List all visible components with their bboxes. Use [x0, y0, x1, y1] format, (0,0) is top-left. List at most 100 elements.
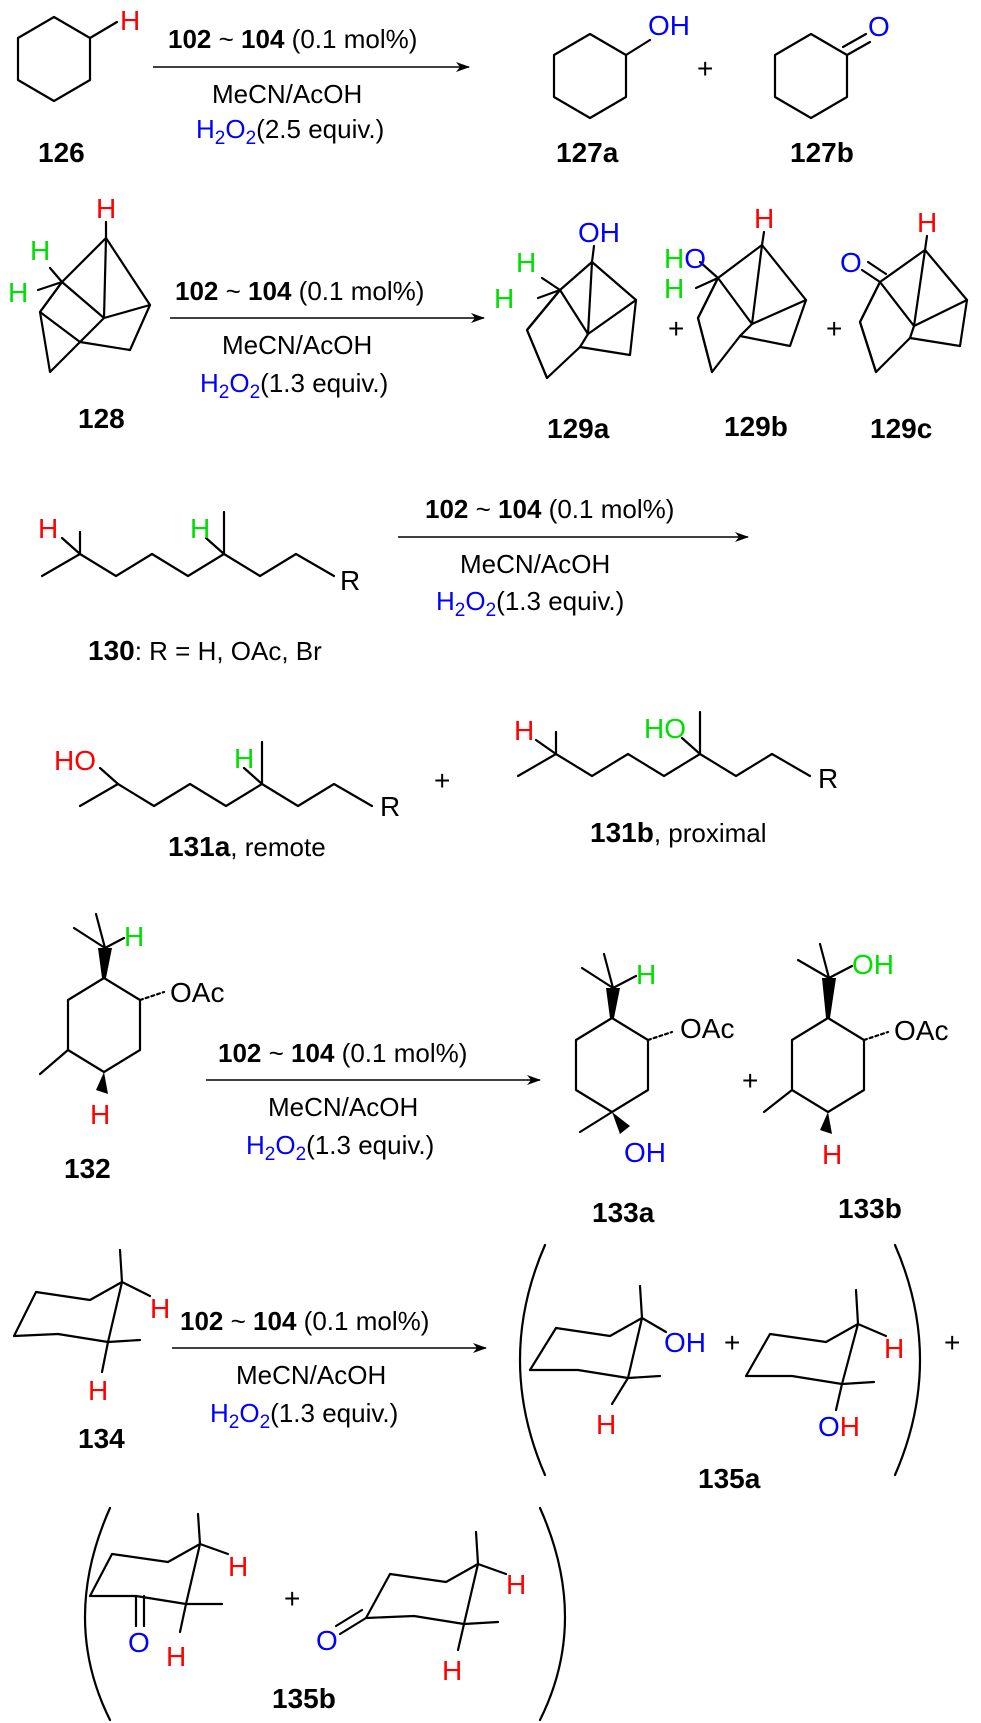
reagent-solvent-2: MeCN/AcOH — [222, 330, 372, 360]
plus-5: + — [742, 1065, 758, 1096]
label-129b: 129b — [724, 411, 788, 442]
molecule-135b-2: H O H — [316, 1530, 526, 1686]
molecule-133a: H OAc OH 133a — [574, 952, 734, 1228]
label-128: 128 — [78, 403, 125, 434]
atom-h-135a-1: H — [596, 1409, 616, 1440]
atom-o-135b-1: O — [128, 1627, 150, 1658]
atom-r-131b: R — [818, 763, 838, 794]
atom-oac-132: OAc — [170, 977, 224, 1008]
molecule-135a-2: H OH — [744, 1288, 904, 1442]
atom-h-129c-top: H — [917, 207, 937, 238]
atom-ho-129b: HO — [664, 243, 706, 274]
atom-o-129c: O — [840, 247, 862, 278]
atom-h-134-b: H — [88, 1375, 108, 1406]
label-131a: 131a, remote — [168, 831, 326, 862]
label-132: 132 — [64, 1153, 111, 1184]
atom-oac-133a: OAc — [680, 1013, 734, 1044]
plus-6: + — [724, 1327, 740, 1358]
plus-3: + — [826, 313, 842, 344]
reagent-catalyst-2: 102 ~ 104 (0.1 mol%) — [175, 276, 424, 306]
label-130: 130: R = H, OAc, Br — [88, 635, 322, 666]
atom-oh-135a-1: OH — [664, 1327, 706, 1358]
molecule-134: H H 134 — [12, 1248, 170, 1454]
atom-h-133a-top: H — [636, 959, 656, 990]
label-131b: 131b, proximal — [590, 817, 767, 848]
molecule-129a: OH H H 129a — [494, 217, 638, 444]
products-135b: H O H + H O H 135b — [83, 1506, 567, 1722]
atom-r-131a: R — [380, 791, 400, 822]
atom-h-132: H — [90, 1099, 110, 1130]
molecule-133b: OH OAc H 133b — [762, 942, 948, 1224]
reagent-solvent-6: MeCN/AcOH — [236, 1360, 386, 1390]
atom-h-135a-2: H — [884, 1333, 904, 1364]
arrow-6: 102 ~ 104 (0.1 mol%) MeCN/AcOH H2O2(1.3 … — [172, 1306, 487, 1433]
reagent-catalyst-1: 102 ~ 104 (0.1 mol%) — [168, 24, 417, 54]
atom-oac-133b: OAc — [894, 1015, 948, 1046]
molecule-129c: H O 129c — [840, 207, 969, 444]
reagent-oxidant-1: H2O2(2.5 equiv.) — [196, 114, 384, 149]
molecule-135a-1: OH H — [528, 1284, 706, 1440]
arrow-2: 102 ~ 104 (0.1 mol%) MeCN/AcOH H2O2(1.3 … — [170, 276, 485, 403]
reaction-3: H H R 130: R = H, OAc, Br 102 ~ 104 (0.1… — [38, 494, 749, 666]
reagent-oxidant-5: H2O2(1.3 equiv.) — [246, 1130, 434, 1165]
atom-h-135b-2b: H — [442, 1655, 462, 1686]
reagent-catalyst-3: 102 ~ 104 (0.1 mol%) — [425, 494, 674, 524]
reaction-2: H H H 128 102 ~ 104 (0.1 mol%) MeCN/AcOH… — [8, 193, 969, 444]
molecule-135b-1: H O H — [88, 1512, 248, 1672]
molecule-129b: H HO H 129b — [664, 203, 808, 442]
reagent-oxidant-6: H2O2(1.3 equiv.) — [210, 1398, 398, 1433]
atom-h-131b: H — [514, 715, 534, 746]
atom-oh-135a-2: OH — [818, 1411, 860, 1442]
atom-oh-133b: OH — [852, 949, 894, 980]
atom-h-134-a: H — [150, 1293, 170, 1324]
label-129c: 129c — [870, 413, 932, 444]
atom-h-128-top: H — [96, 193, 116, 224]
atom-h-133b: H — [822, 1139, 842, 1170]
atom-h-128-b: H — [8, 277, 28, 308]
reaction-1: H 126 102 ~ 104 (0.1 mol%) MeCN/AcOH H2O… — [16, 5, 890, 168]
label-127a: 127a — [556, 137, 619, 168]
atom-r-130: R — [340, 565, 360, 596]
reaction-5: H OAc H 132 102 ~ 104 (0.1 mol%) MeCN/Ac… — [38, 912, 948, 1228]
products-131: HO H R 131a, remote + H HO R 131b, proxi… — [54, 710, 838, 862]
reagent-oxidant-2: H2O2(1.3 equiv.) — [200, 368, 388, 403]
reagent-catalyst-5: 102 ~ 104 (0.1 mol%) — [218, 1038, 467, 1068]
atom-ho-131a: HO — [54, 745, 96, 776]
plus-8: + — [284, 1583, 300, 1614]
reagent-solvent-5: MeCN/AcOH — [268, 1092, 418, 1122]
molecule-127b: O 127b — [773, 11, 890, 168]
atom-oh-127a: OH — [648, 10, 690, 41]
atom-h-129b: H — [664, 273, 684, 304]
arrow-5: 102 ~ 104 (0.1 mol%) MeCN/AcOH H2O2(1.3 … — [206, 1038, 541, 1165]
atom-h-132-top: H — [124, 921, 144, 952]
molecule-128: H H H 128 — [8, 193, 152, 434]
reagent-solvent-3: MeCN/AcOH — [460, 549, 610, 579]
molecule-127a: OH 127a — [552, 10, 690, 168]
reaction-6: H H 134 102 ~ 104 (0.1 mol%) MeCN/AcOH H… — [12, 1243, 960, 1494]
arrow-3: 102 ~ 104 (0.1 mol%) MeCN/AcOH H2O2(1.3 … — [398, 494, 749, 621]
label-126: 126 — [38, 137, 85, 168]
molecule-131a: HO H R 131a, remote — [54, 740, 400, 862]
atom-h-128-a: H — [30, 235, 50, 266]
atom-ho-131b: HO — [644, 713, 686, 744]
molecule-126: H 126 — [16, 5, 140, 168]
label-133b: 133b — [838, 1193, 902, 1224]
reagent-catalyst-6: 102 ~ 104 (0.1 mol%) — [180, 1306, 429, 1336]
molecule-131b: H HO R 131b, proximal — [514, 710, 838, 848]
reagent-solvent-1: MeCN/AcOH — [212, 79, 362, 109]
bracket-135a — [518, 1243, 922, 1477]
label-135a: 135a — [698, 1463, 761, 1494]
atom-h-135b-1b: H — [166, 1641, 186, 1672]
label-133a: 133a — [592, 1197, 655, 1228]
plus-4: + — [434, 765, 450, 796]
bracket-135b — [83, 1506, 567, 1722]
atom-h-135b-1a: H — [228, 1551, 248, 1582]
molecule-130: H H R 130: R = H, OAc, Br — [38, 510, 360, 666]
label-134: 134 — [78, 1423, 125, 1454]
atom-h-130-a: H — [38, 513, 58, 544]
molecule-132: H OAc H 132 — [38, 912, 224, 1184]
plus-1: + — [697, 53, 713, 84]
plus-2: + — [668, 313, 684, 344]
label-127b: 127b — [790, 137, 854, 168]
